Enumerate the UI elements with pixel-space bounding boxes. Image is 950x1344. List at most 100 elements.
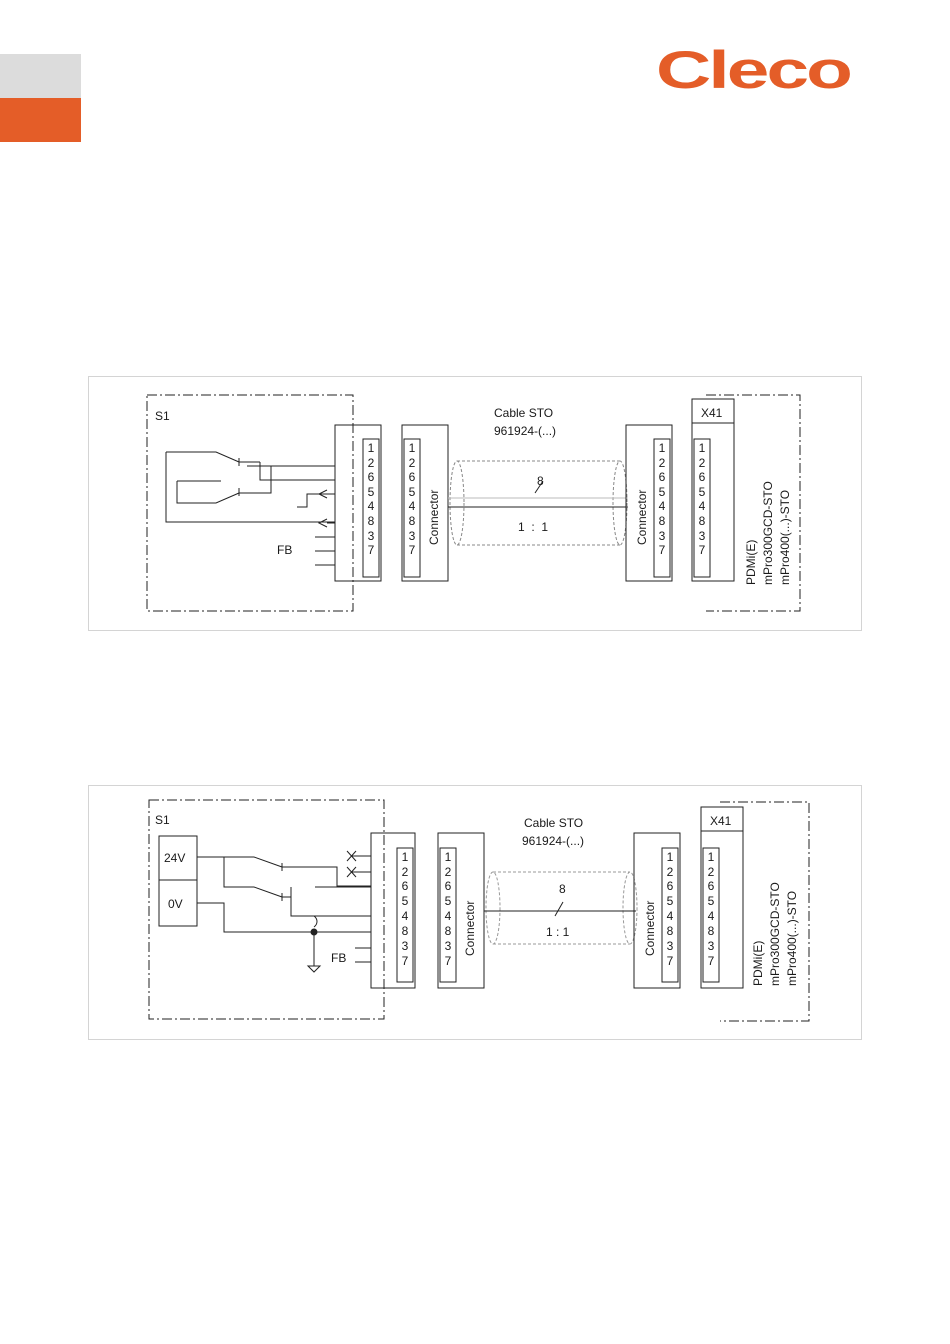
shield-ground-symbols bbox=[317, 489, 335, 528]
pin-label: mPro300GCD-STO bbox=[761, 481, 775, 585]
connector-right-pins: 1 2 6 5 4 8 3 7 bbox=[659, 441, 666, 557]
cable-ratio: 1 : 1 bbox=[518, 520, 548, 534]
connector-left bbox=[401, 424, 449, 582]
pin-label: 4 bbox=[667, 909, 674, 923]
pin-label: mPro400(...)-STO bbox=[785, 891, 799, 986]
pin-label: 6 bbox=[699, 470, 706, 484]
pin-label: 7 bbox=[659, 543, 666, 557]
pin-label: 8 bbox=[659, 514, 666, 528]
pin-label: 7 bbox=[409, 543, 416, 557]
pin-label: 7 bbox=[667, 954, 674, 968]
pin-label: 4 bbox=[708, 909, 715, 923]
pin-label: 1 bbox=[402, 850, 409, 864]
pin-label: 5 bbox=[402, 894, 409, 908]
supply-24v: 24V bbox=[164, 851, 185, 865]
pin-label: 2 bbox=[699, 456, 706, 470]
connector-right bbox=[625, 424, 673, 582]
pin-label: 7 bbox=[368, 543, 375, 557]
fb-label: FB bbox=[277, 543, 292, 557]
cable-ratio: 1 : 1 bbox=[546, 925, 570, 939]
x41-label: X41 bbox=[710, 814, 732, 828]
pin-label: 5 bbox=[667, 894, 674, 908]
pin-label: 6 bbox=[368, 470, 375, 484]
side-tab-grey bbox=[0, 54, 81, 98]
pin-label: 6 bbox=[445, 879, 452, 893]
side-tab-orange bbox=[0, 98, 81, 142]
pin-label: 8 bbox=[409, 514, 416, 528]
pin-label: 8 bbox=[699, 514, 706, 528]
pin-label: mPro300GCD-STO bbox=[768, 882, 782, 986]
pin-label: 1 bbox=[409, 441, 416, 455]
x41-terminal-strip bbox=[700, 830, 744, 989]
pin-label: 5 bbox=[445, 894, 452, 908]
pin-label: 2 bbox=[667, 865, 674, 879]
pin-label: 3 bbox=[402, 939, 409, 953]
pin-label: 3 bbox=[368, 529, 375, 543]
wire-count: 8 bbox=[559, 882, 566, 896]
pin-label: 4 bbox=[699, 499, 706, 513]
logo-text: Cleco bbox=[656, 41, 851, 100]
cable-sto bbox=[484, 871, 638, 945]
pin-label: 4 bbox=[445, 909, 452, 923]
cleco-logo: Cleco bbox=[656, 41, 853, 100]
pin-label: PDMi(E) bbox=[744, 540, 758, 585]
pin-label: 5 bbox=[699, 485, 706, 499]
pin-label: 5 bbox=[368, 485, 375, 499]
connector-right-label: Connector bbox=[643, 901, 657, 956]
switch-contacts bbox=[165, 451, 335, 523]
fb-label: FB bbox=[331, 951, 346, 965]
pin-label: 6 bbox=[667, 879, 674, 893]
s1-boundary bbox=[146, 394, 354, 612]
pin-label: 1 bbox=[667, 850, 674, 864]
pin-label: 3 bbox=[699, 529, 706, 543]
pin-label: 6 bbox=[409, 470, 416, 484]
pin-label: 6 bbox=[708, 879, 715, 893]
device-names: PDMi(E) mPro300GCD-STO mPro400(...)-STO bbox=[751, 882, 799, 986]
pin-label: 2 bbox=[659, 456, 666, 470]
pin-label: 8 bbox=[402, 924, 409, 938]
pin-label: 1 bbox=[368, 441, 375, 455]
pin-label: 4 bbox=[402, 909, 409, 923]
pin-label: 2 bbox=[368, 456, 375, 470]
connector-right bbox=[633, 832, 681, 989]
supply-block bbox=[158, 835, 198, 927]
s1-label: S1 bbox=[155, 409, 170, 423]
pin-label: 4 bbox=[409, 499, 416, 513]
cable-label: Cable STO bbox=[524, 816, 583, 830]
pin-label: 2 bbox=[708, 865, 715, 879]
x41-pins: 1 2 6 5 4 8 3 7 bbox=[699, 441, 706, 557]
pin-label: 7 bbox=[402, 954, 409, 968]
s1-boundary bbox=[148, 799, 385, 1020]
device-names: PDMi(E) mPro300GCD-STO mPro400(...)-STO bbox=[744, 481, 792, 585]
pin-label: 3 bbox=[667, 939, 674, 953]
connector-right-label: Connector bbox=[635, 490, 649, 545]
cable-sto bbox=[448, 460, 628, 546]
device-boundary bbox=[720, 801, 810, 1022]
pin-label: mPro400(...)-STO bbox=[778, 490, 792, 585]
pin-label: 3 bbox=[409, 529, 416, 543]
pin-label: 5 bbox=[409, 485, 416, 499]
pin-label: 8 bbox=[667, 924, 674, 938]
pin-label: 8 bbox=[368, 514, 375, 528]
connector-left-pins: 1 2 6 5 4 8 3 7 bbox=[409, 441, 416, 557]
pin-label: 1 bbox=[659, 441, 666, 455]
wiring-diagram-2: S1 24V 0V FB 1 2 6 5 4 8 3 7 bbox=[88, 785, 862, 1040]
pin-label: 3 bbox=[708, 939, 715, 953]
pin-label: 3 bbox=[445, 939, 452, 953]
pin-label: 7 bbox=[708, 954, 715, 968]
cable-label: Cable STO bbox=[494, 406, 553, 420]
s1-pins: 1 2 6 5 4 8 3 7 bbox=[402, 850, 409, 968]
x41-terminal-strip bbox=[691, 422, 735, 582]
connector-right-pins: 1 2 6 5 4 8 3 7 bbox=[667, 850, 674, 968]
wiring-diagram-1: S1 FB 1 2 6 5 4 8 3 7 1 bbox=[88, 376, 862, 631]
connector-left-pins: 1 2 6 5 4 8 3 7 bbox=[445, 850, 452, 968]
pin-label: 2 bbox=[445, 865, 452, 879]
cable-part-number: 961924-(...) bbox=[522, 834, 584, 848]
connector-left-label: Connector bbox=[427, 490, 441, 545]
connector-left-label: Connector bbox=[463, 901, 477, 956]
pin-label: 2 bbox=[402, 865, 409, 879]
cable-part-number: 961924-(...) bbox=[494, 424, 556, 438]
pin-label: 6 bbox=[402, 879, 409, 893]
x41-label: X41 bbox=[701, 406, 723, 420]
pin-label: 5 bbox=[708, 894, 715, 908]
